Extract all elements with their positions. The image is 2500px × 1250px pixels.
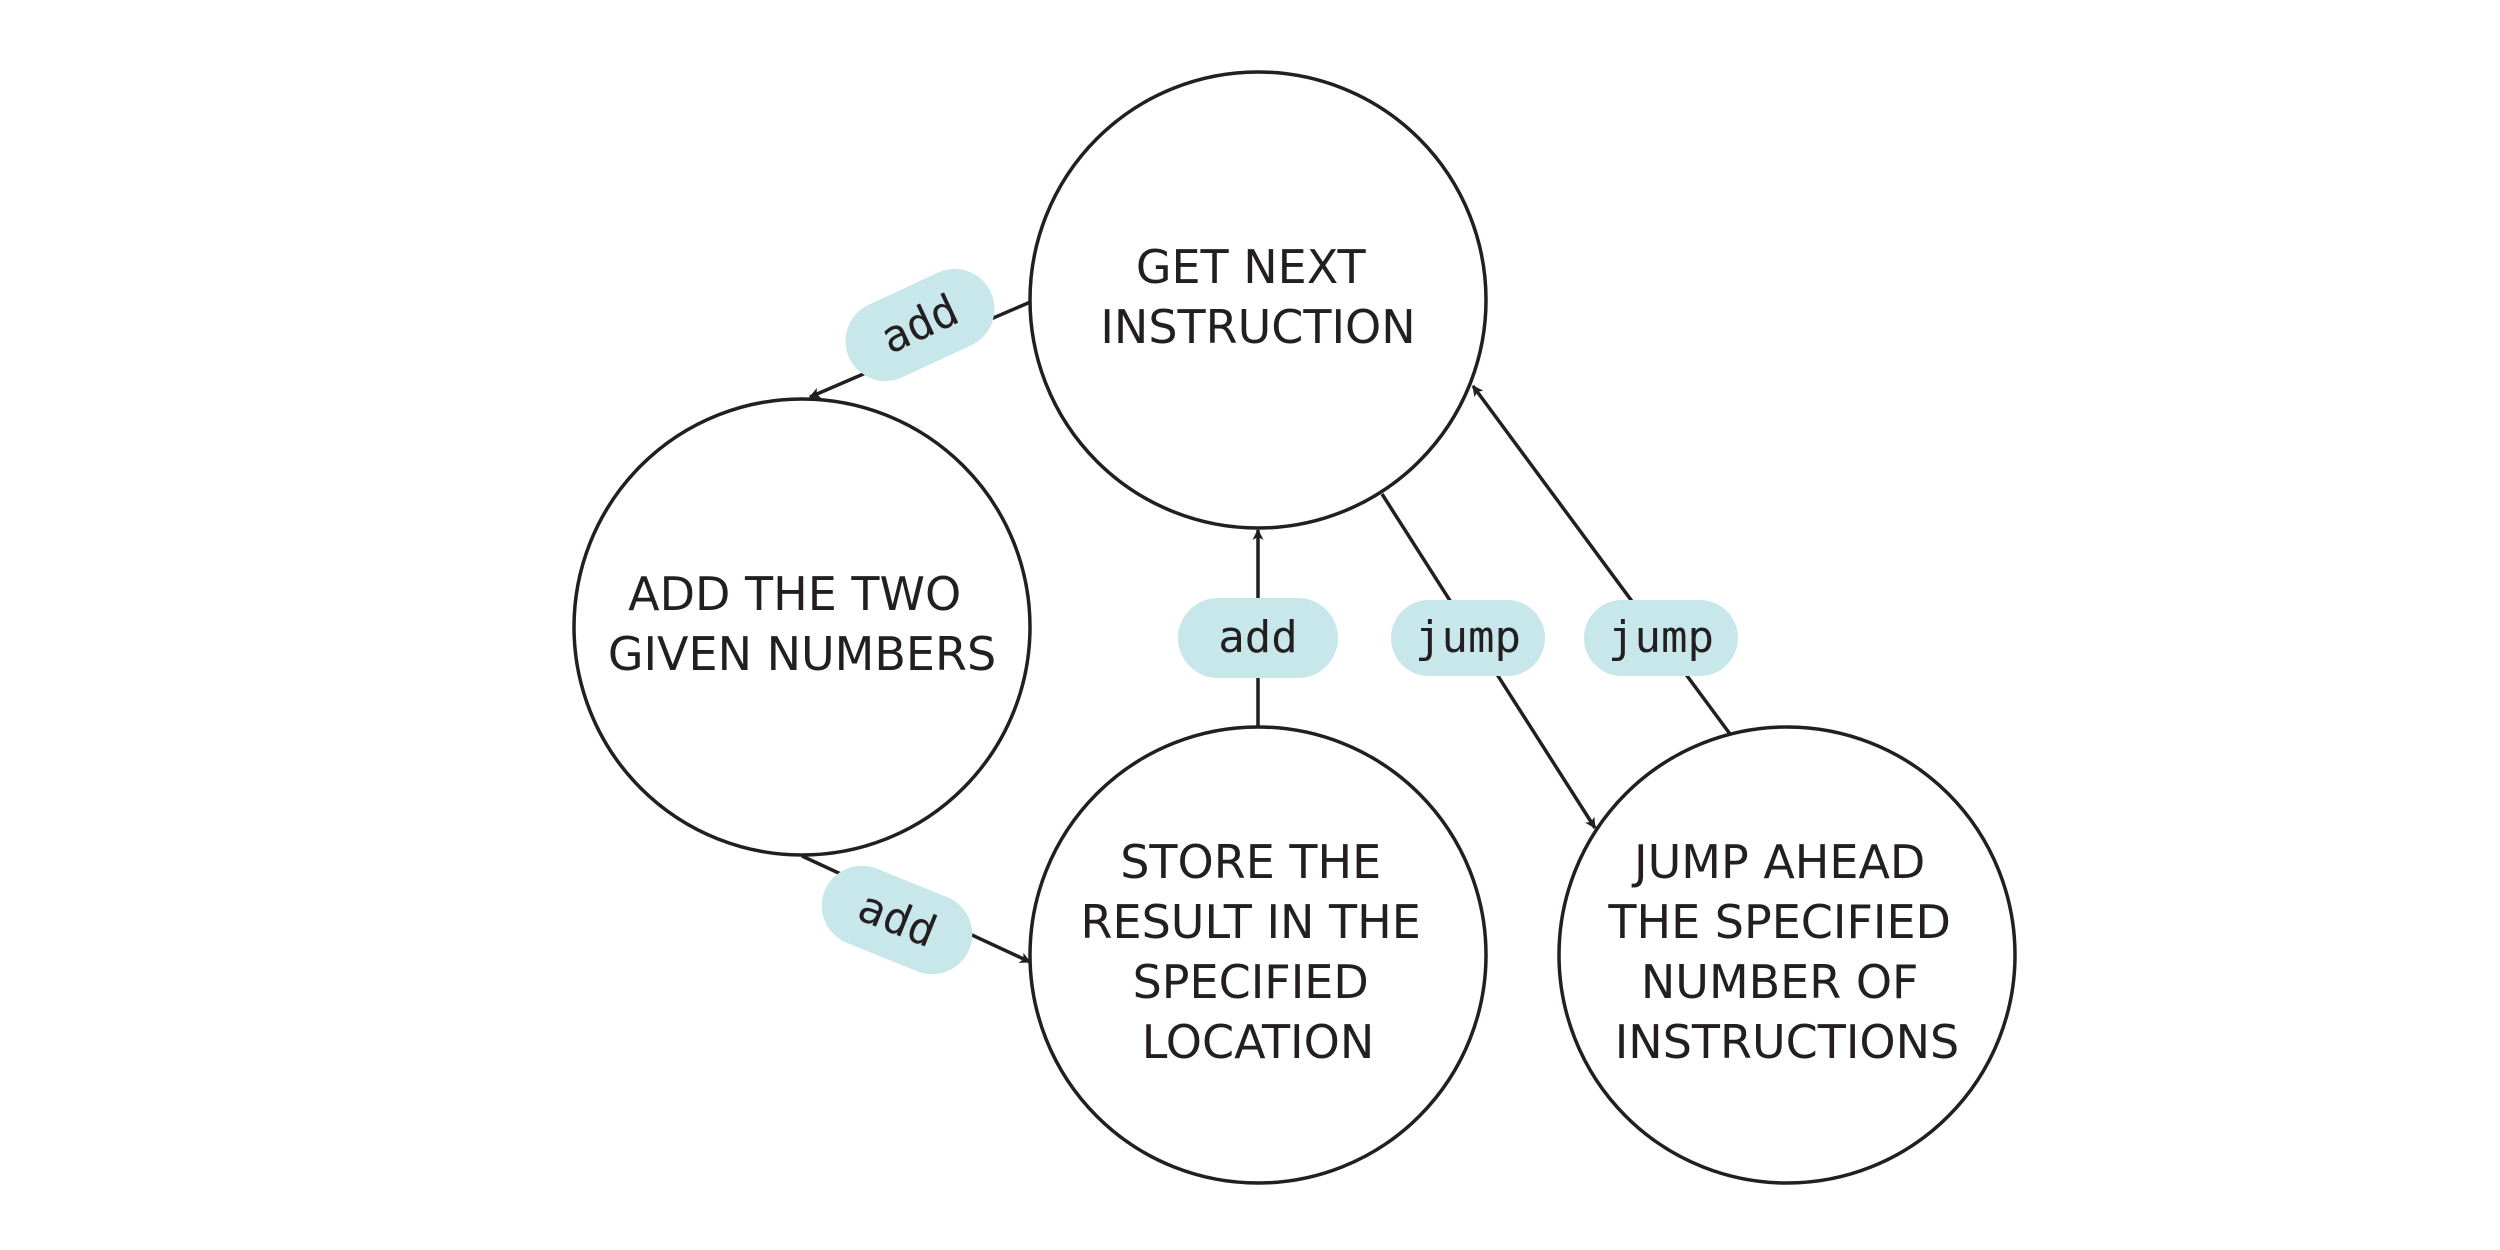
node-get-next-circle (1028, 70, 1488, 530)
node-jump-ahead: JUMP AHEAD THE SPECIFIED NUMBER OF INSTR… (1557, 725, 2017, 1185)
edge-jump-to-get-line (1471, 384, 1732, 736)
node-store-line: LOCATION (1142, 1015, 1375, 1069)
node-add-two-label: ADD THE TWO GIVEN NUMBERS (608, 567, 996, 681)
edge-label-text: jump (1608, 612, 1714, 663)
edge-label-jump-to-get: jump (1584, 600, 1738, 676)
node-store-circle (1028, 725, 1488, 1185)
edge-label-add-to-store: add (821, 865, 973, 975)
node-store-line: SPECIFIED (1133, 955, 1369, 1009)
edge-label-get-to-jump: jump (1391, 600, 1545, 676)
node-jump-ahead-line: NUMBER OF (1641, 955, 1919, 1009)
node-store-label: STORE THE RESULT IN THE SPECIFIED LOCATI… (1081, 835, 1436, 1069)
edge-label-pill (1178, 598, 1338, 678)
node-jump-ahead-line: JUMP AHEAD (1631, 835, 1925, 889)
node-store: STORE THE RESULT IN THE SPECIFIED LOCATI… (1028, 725, 1488, 1185)
node-add-two-line: ADD THE TWO (628, 567, 961, 621)
edge-label-text: jump (1415, 612, 1521, 663)
node-jump-ahead-circle (1557, 725, 2017, 1185)
node-store-line: STORE THE (1120, 835, 1381, 889)
node-jump-ahead-line: INSTRUCTIONS (1615, 1015, 1960, 1069)
edge-label-pill (1391, 600, 1545, 676)
node-get-next: GET NEXT INSTRUCTION (1028, 70, 1488, 530)
edge-label-pill (845, 268, 995, 382)
edge-label-get-to-add: add (845, 268, 995, 382)
node-get-next-line: GET NEXT (1136, 240, 1367, 294)
node-get-next-line: INSTRUCTION (1100, 300, 1415, 354)
node-add-two-line: GIVEN NUMBERS (608, 627, 996, 681)
edge-label-text: add (1218, 612, 1297, 663)
node-store-line: RESULT IN THE (1081, 895, 1421, 949)
edge-label-store-to-get: add (1178, 598, 1338, 678)
edge-label-pill (821, 865, 973, 975)
node-add-two-circle (572, 397, 1032, 857)
node-jump-ahead-line: THE SPECIFIED (1607, 895, 1951, 949)
node-jump-ahead-label: JUMP AHEAD THE SPECIFIED NUMBER OF INSTR… (1607, 835, 1965, 1069)
edge-label-pill (1584, 600, 1738, 676)
node-add-two: ADD THE TWO GIVEN NUMBERS (572, 397, 1032, 857)
node-get-next-label: GET NEXT INSTRUCTION (1100, 240, 1415, 354)
